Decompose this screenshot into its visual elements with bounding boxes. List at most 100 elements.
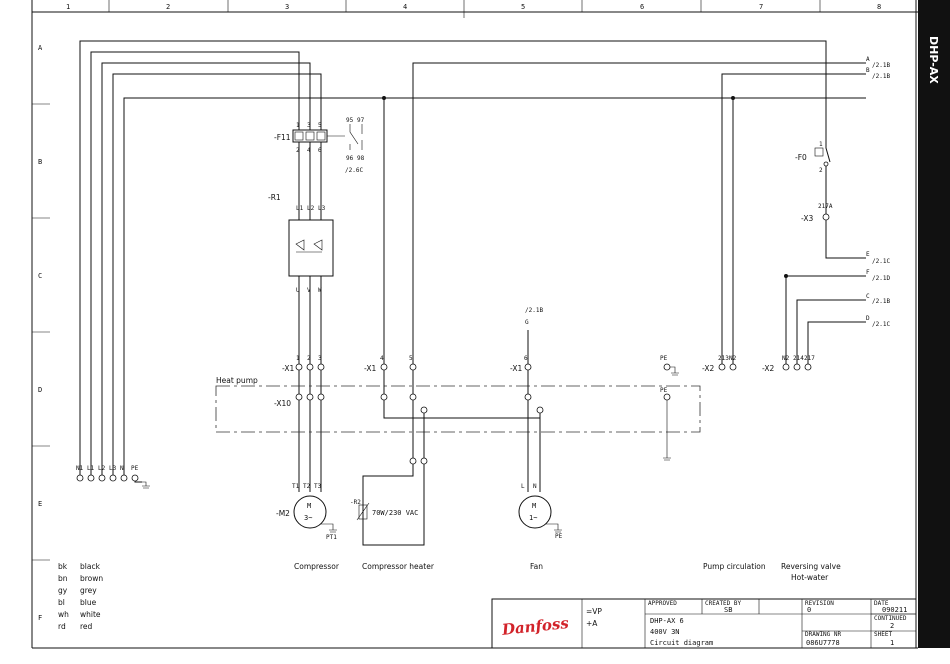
legend-code: gy <box>58 586 68 595</box>
supply-terminal: L1 <box>87 465 95 472</box>
caption-fan: Fan <box>530 562 543 571</box>
col-number: 2 <box>166 3 170 11</box>
sidebar-strip <box>918 0 950 648</box>
legend-code: bk <box>58 562 68 571</box>
fan-motor: L N M 1~ PE <box>518 483 563 540</box>
drawing-no: 086U7778 <box>806 639 840 647</box>
code-vp: =VP <box>586 607 602 616</box>
junction-dot <box>784 274 788 278</box>
f0-label: -F0 <box>795 153 807 162</box>
x1-pin: 3 <box>318 355 322 362</box>
f11-pin: 2 <box>296 147 300 154</box>
g-ref: /2.1B <box>525 307 543 314</box>
pe-label: PE <box>660 355 668 362</box>
ref-letter: D <box>866 315 870 322</box>
approved-label: APPROVED <box>648 600 677 607</box>
fan-terminal: L <box>521 483 525 490</box>
row-letter: D <box>38 386 42 394</box>
revision-label: REVISION <box>805 600 834 607</box>
r1-terminal: L1 <box>296 205 304 212</box>
x1-terminal-row: -X1 -X1 -X1 1 2 3 4 5 6 <box>282 355 532 373</box>
x1-pin: 1 <box>296 355 300 362</box>
legend-name: black <box>80 562 101 571</box>
caption-compressor: Compressor <box>294 562 340 571</box>
supply-terminal: N1 <box>76 465 84 472</box>
r1-soft-starter: -R1 L1 L2 L3 U V W <box>268 193 334 294</box>
legend-name: blue <box>80 598 97 607</box>
supply-wires <box>79 40 866 483</box>
code-a: +A <box>586 619 598 628</box>
caption-valve-hotwater: Hot-water <box>791 573 829 582</box>
circuit-diagram: 1 2 3 4 5 6 7 8 A B C D E F <box>31 0 918 649</box>
legend-code: wh <box>58 610 69 619</box>
col-number: 3 <box>285 3 289 11</box>
col-number: 6 <box>640 3 644 11</box>
f0-pin: 1 <box>819 141 823 148</box>
row-ticks <box>32 103 50 561</box>
motor-terminal: T2 <box>303 483 311 490</box>
row-letter: C <box>38 272 42 280</box>
heat-pump-label: Heat pump <box>216 376 258 385</box>
valve-wires <box>785 275 866 364</box>
x10-wires <box>383 370 541 492</box>
r1-terminal: L2 <box>307 205 315 212</box>
heat-pump-boundary <box>215 385 701 433</box>
x10-terminal-row: -X10 <box>274 393 544 414</box>
x1-label: -X1 <box>282 364 294 373</box>
m2-label: -M2 <box>276 509 290 518</box>
motor-terminal: T1 <box>292 483 300 490</box>
sidebar-graphic: DHP-AX <box>918 0 950 648</box>
fan-spec: 1~ <box>529 514 537 522</box>
f0-pin: 2 <box>819 167 823 174</box>
f11-pin: 3 <box>307 122 311 129</box>
x2-label: -X2 <box>762 364 774 373</box>
col-number: 7 <box>759 3 763 11</box>
legend-name: red <box>80 622 93 631</box>
supply-terminals: N1 L1 L2 L3 N PE <box>76 465 150 489</box>
column-dividers <box>108 0 821 18</box>
fan-terminal: N <box>533 483 537 490</box>
fan-pe: PE <box>555 533 563 540</box>
f11-ref: /2.6C <box>345 167 363 174</box>
row-letter: F <box>38 614 42 622</box>
compressor-motor: T1 T2 T3 M 3~ -M2 PT1 <box>276 483 337 541</box>
legend-name: brown <box>80 574 103 583</box>
continued: 2 <box>890 622 894 630</box>
x3-pin: 217A <box>818 203 833 210</box>
junction-dot <box>382 96 386 100</box>
legend-name: white <box>80 610 101 619</box>
created-by: SB <box>724 606 732 614</box>
x2-pin: N2 <box>729 355 737 362</box>
r1-output: V <box>307 287 311 294</box>
x2-pin: 217 <box>804 355 815 362</box>
heater-rating: 70W/230 VAC <box>372 509 418 517</box>
f11-contact-98: 98 <box>357 155 365 162</box>
f11-pin: 5 <box>318 122 322 129</box>
fan-g-signal: G /2.1B <box>525 307 543 364</box>
sidebar: DHP-AX <box>918 0 950 660</box>
f11-pin: 6 <box>318 147 322 154</box>
row-letters: A B C D E F <box>38 44 43 622</box>
g-label: G <box>525 319 529 326</box>
x1-pin: 6 <box>524 355 528 362</box>
ref-target: /2.1C <box>872 321 890 328</box>
r1-label: -R1 <box>268 193 281 202</box>
r1-output: W <box>318 287 322 294</box>
ref-target: /2.1D <box>872 275 890 282</box>
caption-valve: Reversing valve <box>781 562 841 571</box>
revision: 0 <box>807 606 811 614</box>
col-number: 4 <box>403 3 407 11</box>
motor-spec: 3~ <box>304 514 312 522</box>
col-number: 8 <box>877 3 881 11</box>
x2-valve: -X2 N2 214 217 <box>762 355 815 373</box>
f11-contact-95: 95 <box>346 117 354 124</box>
column-numbers: 1 2 3 4 5 6 7 8 <box>66 3 881 11</box>
title-block: Danfoss =VP +A APPROVED CREATED BY SB RE… <box>491 598 917 649</box>
x2-pin: 214 <box>793 355 804 362</box>
caption-heater: Compressor heater <box>362 562 435 571</box>
r1-output: U <box>296 287 300 294</box>
pe-terminal: PE PE <box>660 355 679 461</box>
date: 090211 <box>882 606 907 614</box>
col-number: 1 <box>66 3 70 11</box>
supply-terminal: L3 <box>109 465 117 472</box>
